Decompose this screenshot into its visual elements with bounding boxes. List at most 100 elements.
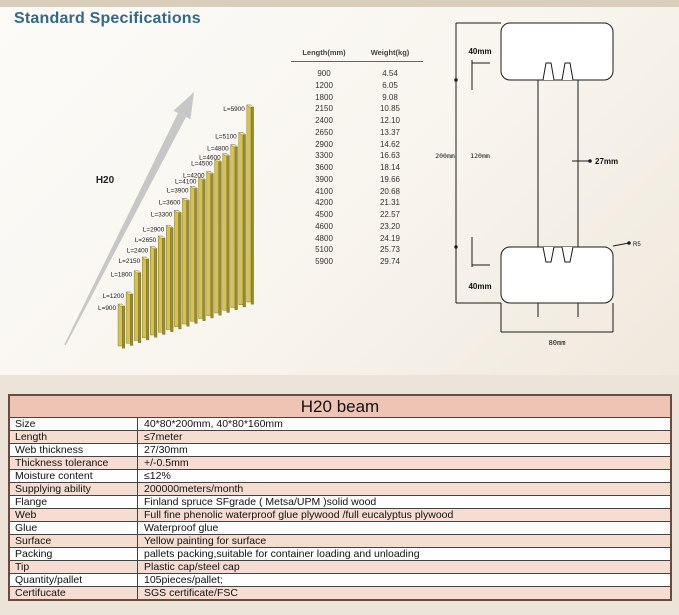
weight-table-row: 2150 10.85 <box>291 104 423 116</box>
weight-table-header-length: Length(mm) <box>302 48 346 57</box>
weight-table-cell: 16.63 <box>379 151 401 161</box>
weight-table-cell: 21.31 <box>379 198 401 208</box>
beam-bar: L=1200 <box>103 291 134 346</box>
growth-arrow-icon <box>64 92 194 346</box>
beam-bar-label: L=4800 <box>207 146 229 153</box>
spec-row-value: 200000meters/month <box>144 483 244 495</box>
dim-web-width: 27mm <box>595 157 618 166</box>
beam-bar-label: L=2650 <box>135 237 157 244</box>
dim-web-height: 120mm <box>470 152 490 160</box>
beam-bar: L=2650 <box>135 235 166 335</box>
spec-row-label: Supplying ability <box>10 483 138 495</box>
spec-row-value: SGS certificate/FSC <box>144 587 238 599</box>
weight-table-cell: 4800 <box>315 233 333 243</box>
dim-total-height: 200mm <box>435 152 455 160</box>
spec-row-value: Waterproof glue <box>144 522 219 534</box>
beam-bar: L=4800 <box>207 144 238 310</box>
beam-bar-label: L=900 <box>98 305 116 312</box>
beam-bar: L=4600 <box>199 153 230 313</box>
weight-table-cell: 4200 <box>315 198 333 208</box>
weight-table-cell: 4500 <box>315 210 333 219</box>
beam-bar: L=2150 <box>119 256 150 341</box>
spec-table-title: H20 beam <box>10 396 670 418</box>
weight-table-row: 3900 19.66 <box>291 175 423 187</box>
beam-bar: L=900 <box>98 303 126 349</box>
weight-table-cell: 23.20 <box>379 221 401 231</box>
beam-bar: L=5100 <box>215 132 247 308</box>
weight-table-cell: 1800 <box>315 92 333 102</box>
spec-row-label: Tip <box>10 561 138 573</box>
weight-table-row: 4600 23.20 <box>291 222 423 234</box>
spec-row-label: Size <box>10 418 138 430</box>
weight-table-cell: 3900 <box>315 174 333 184</box>
weight-table-cell: 3300 <box>315 151 333 161</box>
weight-table-cell: 4600 <box>315 221 333 231</box>
spec-row-value: 105pieces/pallet; <box>144 574 223 586</box>
weight-table-cell: 9.08 <box>382 92 398 102</box>
weight-table-cell: 4.54 <box>382 69 398 78</box>
weight-table-cell: 10.85 <box>379 104 401 114</box>
beam-bar-label: L=4600 <box>199 155 221 162</box>
spec-row: Thickness tolerance +/-0.5mm <box>10 457 670 470</box>
dim-bottom-flange: 40mm <box>468 282 491 291</box>
weight-table-cell: 19.66 <box>379 174 401 184</box>
beam-bar-label: L=1800 <box>111 272 133 279</box>
beam-bar-label: L=3900 <box>167 187 189 194</box>
beam-bar: L=2900 <box>143 225 174 332</box>
spec-row: Size 40*80*200mm, 40*80*160mm <box>10 418 670 431</box>
weight-table-cell: 1200 <box>315 80 333 90</box>
beam-bar-label: L=4500 <box>191 160 213 167</box>
weight-table-row: 900 4.54 <box>291 69 423 81</box>
weight-table-cell: 5100 <box>315 245 333 255</box>
spec-row-value: +/-0.5mm <box>144 457 189 469</box>
beam-bar-label: L=2150 <box>119 258 141 265</box>
weight-table-cell: 3600 <box>315 163 333 172</box>
weight-table-cell: 2400 <box>315 116 333 125</box>
spec-row-label: Surface <box>10 535 138 547</box>
weight-table-divider <box>291 61 423 62</box>
weight-table-row: 1800 9.08 <box>291 93 423 105</box>
spec-row-value: Yellow painting for surface <box>144 535 267 547</box>
spec-row-label: Certifucate <box>10 587 138 599</box>
beam-bar-label: L=1200 <box>103 293 125 300</box>
weight-table-header-weight: Weight(kg) <box>370 48 410 57</box>
spec-row-label: Thickness tolerance <box>10 457 138 469</box>
beam-bar: L=3900 <box>167 186 198 324</box>
weight-table-cell: 18.14 <box>379 163 401 172</box>
spec-row: Quantity/pallet 105pieces/pallet; <box>10 574 670 587</box>
weight-table-cell: 22.57 <box>379 210 401 219</box>
spec-row-value: 40*80*200mm, 40*80*160mm <box>144 418 283 430</box>
dim-bottom-width: 80mm <box>549 339 566 347</box>
spec-row-label: Quantity/pallet <box>10 574 138 586</box>
dimension-labels: 40mm 200mm 120mm 27mm 40mm R5 80mm <box>435 47 641 347</box>
weight-table-cell: 2650 <box>315 127 333 137</box>
weight-table-cell: 5900 <box>315 257 333 266</box>
beam-bar-label: L=3300 <box>151 211 173 218</box>
dim-radius: R5 <box>633 242 641 248</box>
beam-bar: L=3600 <box>159 198 190 327</box>
spec-row: Length≤7meter <box>10 431 670 444</box>
spec-row-label: Flange <box>10 496 138 508</box>
weight-table-row: 3600 18.14 <box>291 163 423 175</box>
weight-table-cell: 900 <box>317 69 331 78</box>
beam-bar: L=2400 <box>127 246 158 338</box>
weight-table-row: 3300 16.63 <box>291 151 423 163</box>
spec-row-value: Plastic cap/steel cap <box>144 561 240 573</box>
spec-row-label: Web <box>10 509 138 521</box>
spec-row: Tip Plastic cap/steel cap <box>10 561 670 574</box>
weight-table-cell: 12.10 <box>379 116 401 125</box>
weight-table-cell: 2900 <box>315 139 333 149</box>
spec-row-label: Moisture content <box>10 470 138 482</box>
weight-table-cell: 2150 <box>315 104 333 114</box>
beam-bar-label: L=3600 <box>159 199 181 206</box>
